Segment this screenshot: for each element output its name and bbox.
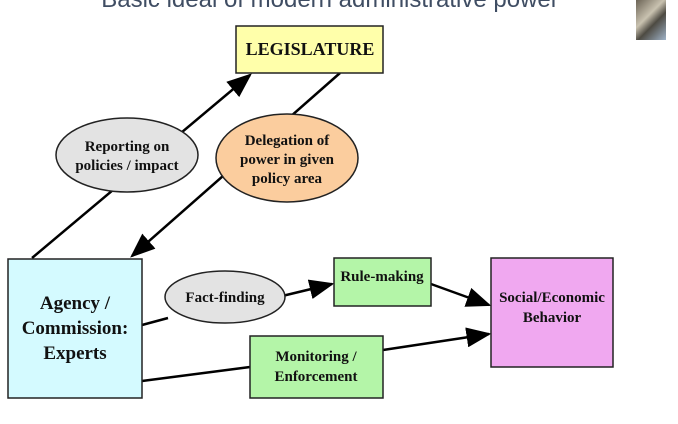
social-label-2: Behavior xyxy=(523,310,582,326)
fact-finding-label: Fact-finding xyxy=(185,290,265,306)
arrow-rule-to-social xyxy=(430,282,492,307)
social-behavior-box xyxy=(490,257,614,368)
monitoring-label-2: Enforcement xyxy=(274,369,357,385)
reporting-label-2: policies / impact xyxy=(75,158,178,174)
social-label-1: Social/Economic xyxy=(499,290,605,306)
agency-box xyxy=(7,258,143,399)
rule-making-box xyxy=(333,257,432,307)
reporting-label-1: Reporting on xyxy=(85,139,170,155)
arrow-monitoring-to-social xyxy=(382,327,492,352)
arrow-fact-to-rule xyxy=(277,279,335,299)
rule-making-label: Rule-making xyxy=(340,269,424,285)
delegation-label-3: policy area xyxy=(252,171,323,187)
reporting-ellipse xyxy=(55,117,199,193)
thumbnail-image xyxy=(636,0,666,40)
monitoring-label-1: Monitoring / xyxy=(275,349,357,365)
delegation-label-2: power in given xyxy=(240,152,335,168)
connector-agency-monitoring xyxy=(141,365,251,383)
monitoring-box xyxy=(249,335,384,399)
legislature-box xyxy=(235,25,384,74)
agency-label-1: Agency / xyxy=(40,293,111,314)
agency-label-2: Commission: xyxy=(22,318,129,339)
legislature-label: LEGISLATURE xyxy=(246,39,375,59)
connector-agency-fact xyxy=(141,316,169,327)
delegation-label-1: Delegation of xyxy=(245,133,331,149)
delegation-ellipse xyxy=(215,113,359,203)
agency-label-3: Experts xyxy=(43,343,106,364)
slide-title: Basic ideal of modern administrative pow… xyxy=(0,0,660,14)
fact-finding-ellipse xyxy=(164,270,286,324)
